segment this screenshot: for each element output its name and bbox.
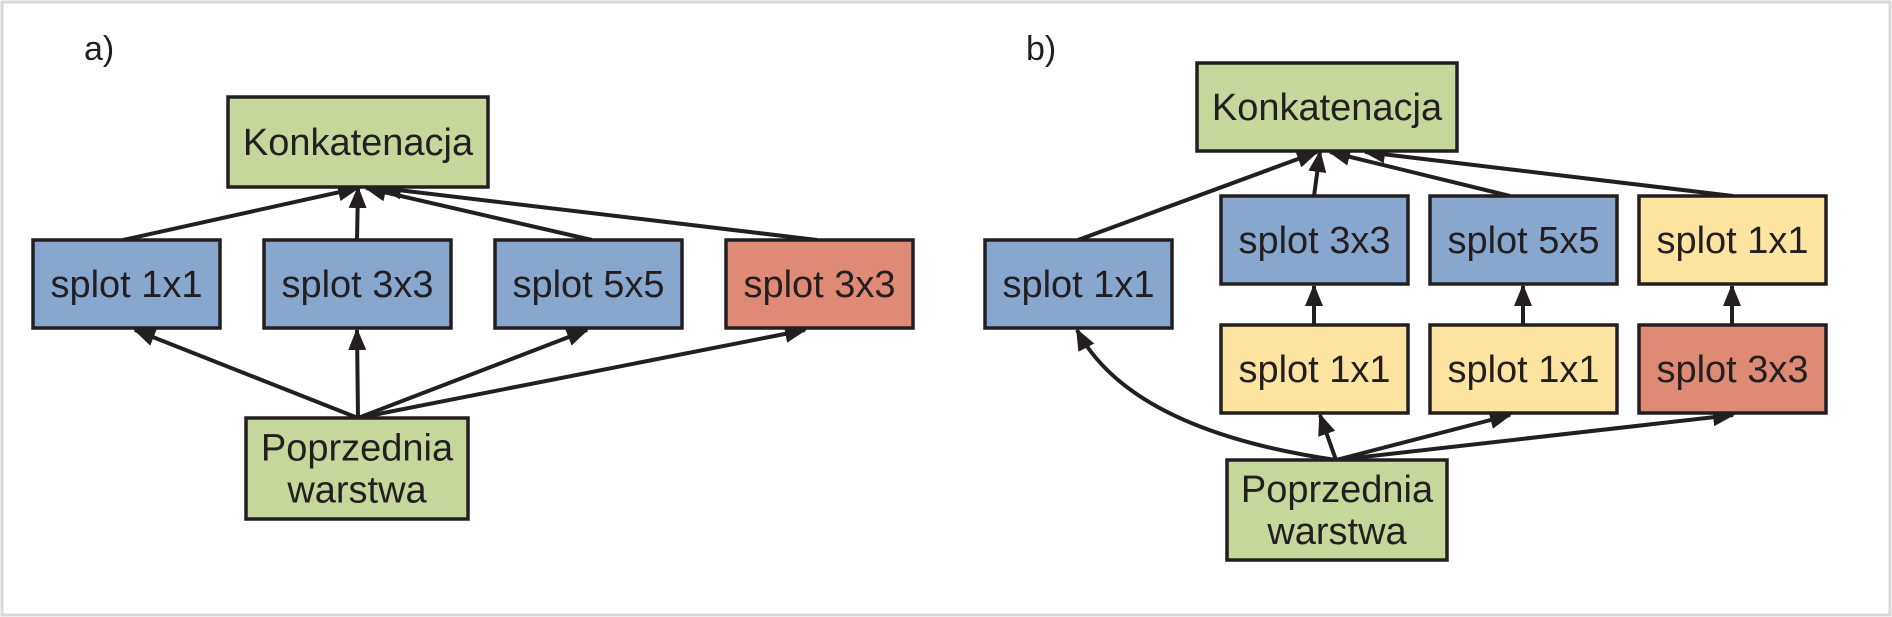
node-box-b-prev [1225, 458, 1449, 562]
node-box-b-r1 [1219, 323, 1410, 415]
edge-b-c5-to-concat [1328, 148, 1511, 198]
node-box-b-concat [1195, 61, 1459, 153]
node-label-a-concat: Konkatenacja [243, 122, 474, 164]
edge-a-c1-to-concat [122, 183, 360, 242]
edge-b-prev-to-r2 [1335, 411, 1512, 462]
node-a-c1: splot 1x1 [31, 238, 222, 330]
edges-layer [122, 145, 1741, 462]
node-label-b-r2: splot 1x1 [1447, 349, 1599, 391]
node-label-b-c3: splot 3x3 [1238, 220, 1390, 262]
edge-b-c1-to-concat [1077, 150, 1319, 242]
node-box-a-concat [226, 95, 490, 189]
labels-layer: a) b) [84, 30, 1056, 68]
panel-label-a: a) [84, 30, 114, 68]
edge-b-p1-to-concat [1363, 145, 1734, 198]
node-box-a-cr [724, 238, 915, 330]
node-a-c3: splot 3x3 [262, 238, 453, 330]
edge-a-c3-to-concat [348, 186, 367, 241]
node-label-b-p1: splot 1x1 [1656, 220, 1808, 262]
node-b-concat: Konkatenacja [1195, 61, 1459, 153]
edge-a-c5-to-concat [364, 183, 593, 242]
node-box-b-c5 [1428, 194, 1619, 286]
node-label-b-r1: splot 1x1 [1238, 349, 1390, 391]
node-label-b-c5: splot 5x5 [1447, 220, 1599, 262]
node-box-b-p1 [1637, 194, 1828, 286]
node-b-c3: splot 3x3 [1219, 194, 1410, 286]
edge-b-c3-to-concat [1308, 150, 1327, 197]
node-a-c5: splot 5x5 [493, 238, 684, 330]
node-a-cr: splot 3x3 [724, 238, 915, 330]
edge-a-prev-to-cr [357, 325, 807, 420]
node-label-b-prev-1: Poprzednia [1241, 469, 1434, 511]
node-b-c1: splot 1x1 [983, 238, 1174, 330]
edge-a-cr-to-concat [379, 181, 818, 242]
node-box-b-r2 [1428, 323, 1619, 415]
node-label-b-prev-2: warstwa [1266, 511, 1407, 553]
node-label-b-concat: Konkatenacja [1212, 87, 1443, 129]
node-b-pool: splot 3x3 [1637, 323, 1828, 415]
node-label-b-c1: splot 1x1 [1002, 264, 1154, 306]
node-box-a-prev [244, 416, 470, 521]
node-label-a-cr: splot 3x3 [743, 264, 895, 306]
node-b-r2: splot 1x1 [1428, 323, 1619, 415]
node-label-b-pool: splot 3x3 [1656, 349, 1808, 391]
node-box-a-c5 [493, 238, 684, 330]
edge-a-prev-to-c1 [133, 328, 359, 420]
node-label-a-prev-2: warstwa [286, 470, 427, 512]
nodes-layer: Konkatenacja splot 1x1 splot 3x3 splot 5x5 s… [31, 61, 1828, 562]
edge-b-prev-to-c1 [1075, 328, 1337, 462]
node-label-a-c5: splot 5x5 [512, 264, 664, 306]
node-box-b-pool [1637, 323, 1828, 415]
node-b-c5: splot 5x5 [1428, 194, 1619, 286]
node-b-p1: splot 1x1 [1637, 194, 1828, 286]
edge-b-prev-to-pool [1335, 408, 1735, 462]
edge-b-prev-to-r1 [1318, 413, 1338, 461]
node-b-r1: splot 1x1 [1219, 323, 1410, 415]
node-label-a-c1: splot 1x1 [50, 264, 202, 306]
edge-a-prev-to-c5 [357, 328, 589, 420]
node-box-a-c3 [262, 238, 453, 330]
panel-label-b: b) [1026, 30, 1056, 68]
node-box-b-c1 [983, 238, 1174, 330]
node-label-a-prev-1: Poprzednia [261, 428, 454, 470]
node-box-b-c3 [1219, 194, 1410, 286]
node-a-concat: Konkatenacja [226, 95, 490, 189]
edge-a-prev-to-c3 [348, 328, 367, 419]
node-label-a-c3: splot 3x3 [281, 264, 433, 306]
node-box-a-c1 [31, 238, 222, 330]
